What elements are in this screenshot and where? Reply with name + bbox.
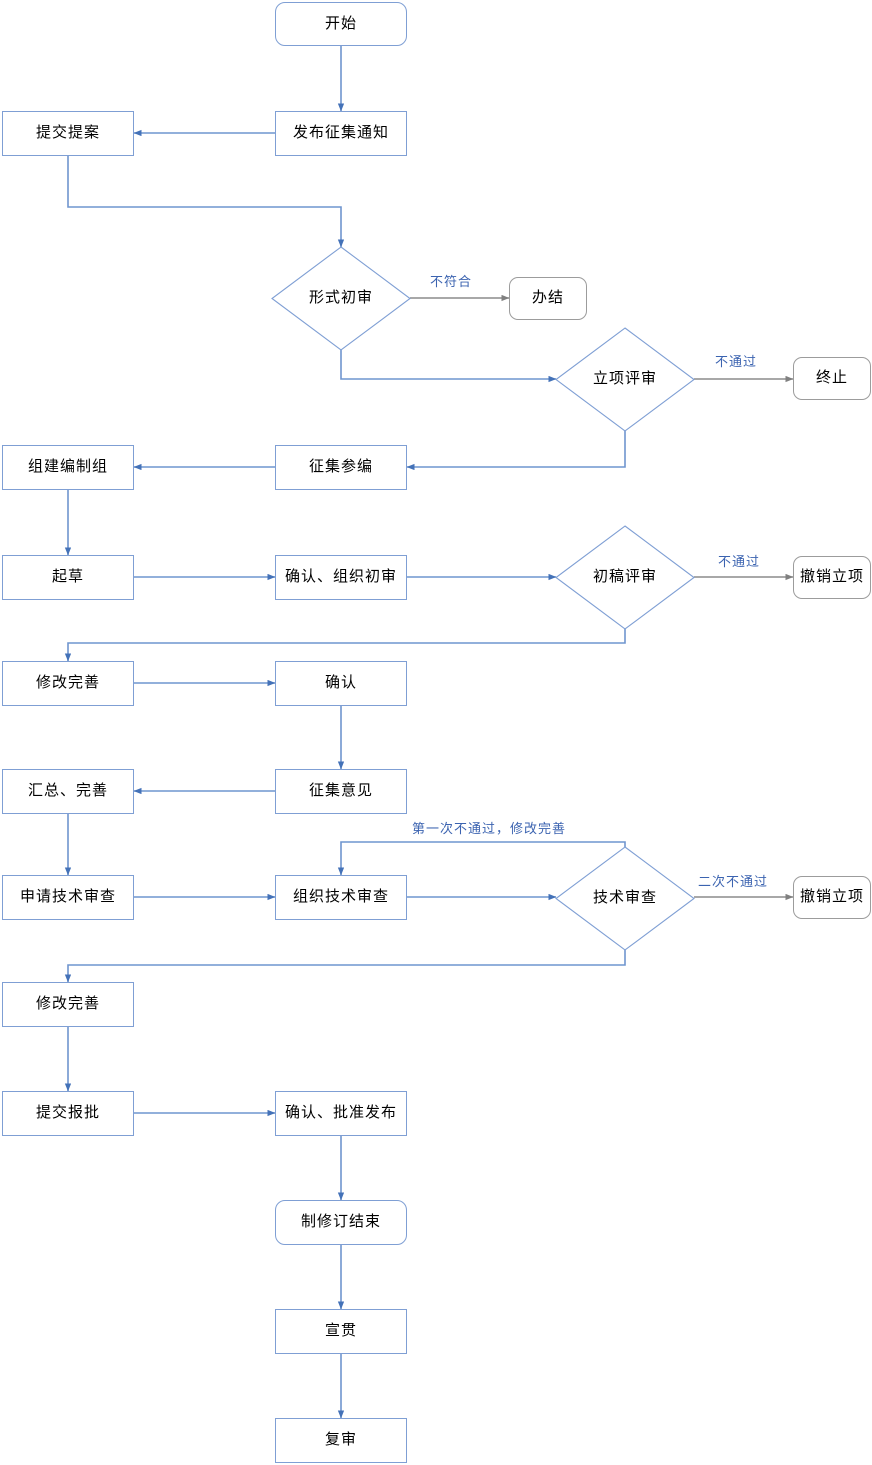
node-collect-opinion[interactable]: 征集意见 [275,769,407,814]
node-label: 组建编制组 [27,459,108,476]
node-form-review[interactable]: 形式初审 [272,247,410,350]
node-label: 起草 [51,569,84,586]
node-label: 办结 [531,290,564,307]
node-tech-review[interactable]: 技术审查 [556,847,694,950]
edge-label-label-not-pass-2: 不通过 [718,554,761,569]
edge-label-label-not-pass-1: 不通过 [715,354,758,369]
node-draft-review[interactable]: 初稿评审 [556,526,694,629]
node-confirm-publish[interactable]: 确认、批准发布 [275,1091,407,1136]
node-label: 开始 [324,15,357,32]
node-label: 发布征集通知 [292,125,389,142]
decision-shape-tech-review [555,846,695,951]
node-label: 修改完善 [35,996,100,1013]
node-label: 技术审查 [592,890,657,907]
node-label: 终止 [815,370,848,387]
node-label: 征集意见 [308,783,373,800]
node-confirm[interactable]: 确认 [275,661,407,706]
edge-tech-review-to-revise2 [64,950,626,983]
node-summarize[interactable]: 汇总、完善 [2,769,134,814]
node-revise-1[interactable]: 修改完善 [2,661,134,706]
node-apply-tech[interactable]: 申请技术审查 [2,875,134,920]
node-collect-editors[interactable]: 征集参编 [275,445,407,490]
edge-project-to-collect [406,431,626,471]
node-label: 提交提案 [35,125,100,142]
edge-label-label-first-fail: 第一次不通过，修改完善 [412,821,567,836]
node-label: 确认、批准发布 [284,1105,397,1122]
node-label: 组织技术审查 [292,889,389,906]
edge-form-review-to-project [340,350,557,383]
node-label: 立项评审 [592,371,657,388]
node-draft[interactable]: 起草 [2,555,134,600]
decision-shape-draft-review [555,525,695,630]
decision-shape-project-review [555,327,695,432]
node-re-review[interactable]: 复审 [275,1418,407,1463]
node-closed[interactable]: 办结 [509,277,587,320]
node-label: 制修订结束 [300,1214,381,1231]
node-form-group[interactable]: 组建编制组 [2,445,134,490]
node-label: 初稿评审 [592,569,657,586]
node-label: 申请技术审查 [19,889,116,906]
edge-draft-review-to-revise [64,629,626,662]
edge-label-label-not-conform: 不符合 [430,274,473,289]
node-label: 确认 [324,675,357,692]
node-cancel-project-2[interactable]: 撤销立项 [793,876,871,919]
node-revision-end[interactable]: 制修订结束 [275,1200,407,1245]
node-confirm-organize[interactable]: 确认、组织初审 [275,555,407,600]
node-label: 征集参编 [308,459,373,476]
node-label: 确认、组织初审 [284,569,397,586]
node-label: 宣贯 [324,1323,357,1340]
node-revise-2[interactable]: 修改完善 [2,982,134,1027]
node-project-review[interactable]: 立项评审 [556,328,694,431]
node-terminated[interactable]: 终止 [793,357,871,400]
decision-shape-form-review [271,246,411,351]
node-label: 形式初审 [308,290,373,307]
node-cancel-project-1[interactable]: 撤销立项 [793,556,871,599]
node-promote[interactable]: 宣贯 [275,1309,407,1354]
node-label: 修改完善 [35,675,100,692]
node-submit-approval[interactable]: 提交报批 [2,1091,134,1136]
edge-submit-to-form-review [67,156,345,248]
node-label: 提交报批 [35,1105,100,1122]
edge-tech-review-loop-back [337,841,626,876]
node-label: 撤销立项 [799,569,864,586]
node-label: 复审 [324,1432,357,1449]
node-submit-proposal[interactable]: 提交提案 [2,111,134,156]
node-label: 汇总、完善 [27,783,108,800]
node-organize-tech[interactable]: 组织技术审查 [275,875,407,920]
node-start[interactable]: 开始 [275,2,407,46]
node-publish-notice[interactable]: 发布征集通知 [275,111,407,156]
node-label: 撤销立项 [799,889,864,906]
edge-label-label-second-fail: 二次不通过 [698,874,769,889]
